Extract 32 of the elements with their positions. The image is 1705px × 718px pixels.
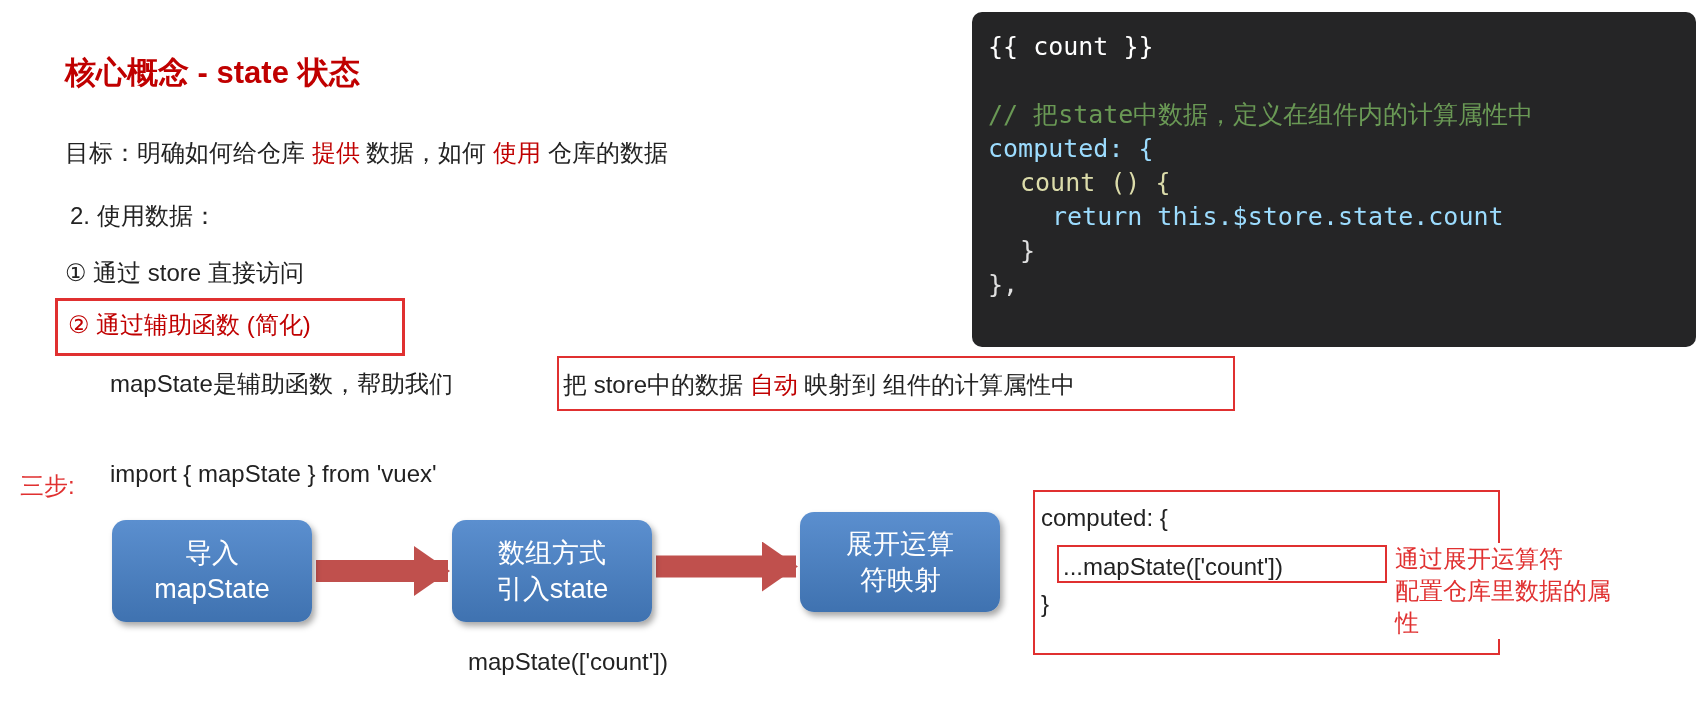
process-box — [452, 520, 652, 622]
process-box — [800, 512, 1000, 612]
code-text: } — [1041, 590, 1049, 618]
step-label: 三步: — [20, 471, 75, 501]
code-line: // 把state中数据，定义在组件内的计算属性中 — [988, 99, 1534, 131]
code-text: computed: { — [1041, 504, 1168, 532]
code-line: count () { — [1019, 167, 1171, 199]
code-line: computed: { — [988, 133, 1154, 165]
box-label: 数组方式引入state — [494, 537, 610, 606]
import-code-text: import { mapState } from 'vuex' — [110, 460, 437, 488]
highlight-box — [557, 356, 1235, 411]
process-box — [112, 520, 312, 622]
highlight-text: 把 store中的数据 自动 映射到 组件的计算属性中 — [563, 370, 1076, 400]
description-text: mapState是辅助函数，帮助我们 — [110, 369, 453, 399]
box-label: 导入 mapState — [153, 537, 271, 606]
code-text: ...mapState(['count']) — [1063, 553, 1283, 581]
highlight-text: ② 通过辅助函数 (简化) — [68, 310, 311, 340]
code-line: } — [1019, 235, 1036, 267]
highlight-box — [55, 298, 405, 356]
caption-text: mapState(['count']) — [468, 648, 668, 676]
box-label: 展开运算符映射 — [845, 528, 955, 597]
code-line: return this.$store.state.count — [1051, 201, 1504, 233]
method-text: ① 通过 store 直接访问 — [65, 258, 304, 288]
goal-text: 目标：明确如何给仓库 提供 数据，如何 使用 仓库的数据 — [65, 138, 668, 168]
code-line: {{ count }} — [988, 31, 1154, 63]
highlight-box — [1057, 545, 1387, 583]
slide-title: 核心概念 - state 状态 — [65, 54, 360, 92]
arrow — [656, 541, 798, 592]
section-heading: 2. 使用数据： — [70, 201, 217, 231]
arrow — [316, 546, 450, 596]
code-line: }, — [988, 269, 1019, 301]
code-panel — [972, 12, 1696, 347]
